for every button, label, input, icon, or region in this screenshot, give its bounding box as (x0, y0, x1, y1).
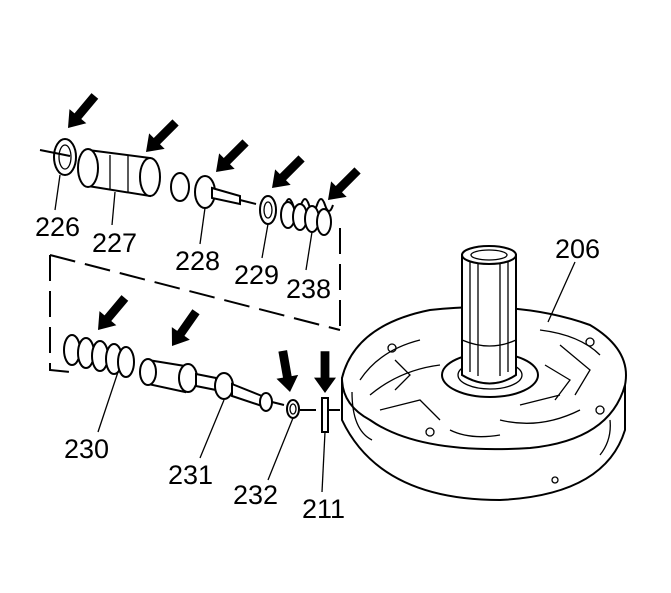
part-230-spring (63, 334, 135, 378)
arrow-211 (314, 351, 336, 393)
arrow-227 (138, 114, 184, 160)
part-231-valve (139, 358, 285, 412)
part-229-washer (259, 195, 277, 225)
pump-body (340, 245, 627, 502)
callout-227: 227 (92, 228, 137, 258)
callout-labels: 226 227 228 229 238 206 230 231 232 211 (35, 212, 600, 524)
part-232-ring (286, 399, 300, 419)
callout-231: 231 (168, 460, 213, 490)
arrow-238 (320, 162, 366, 208)
arrow-230 (89, 290, 134, 338)
callout-211: 211 (302, 494, 345, 524)
callout-206: 206 (555, 234, 600, 264)
callout-228: 228 (175, 246, 220, 276)
part-226-snap-ring (39, 138, 77, 176)
arrow-228 (208, 134, 254, 180)
part-211-pin (321, 397, 329, 433)
callout-232: 232 (233, 480, 278, 510)
part-228-valve (170, 172, 257, 209)
arrow-232 (271, 348, 301, 394)
arrow-226 (59, 88, 104, 136)
arrow-231 (162, 305, 205, 353)
callout-229: 229 (234, 260, 279, 290)
leader-lines (54, 174, 576, 493)
callout-226: 226 (35, 212, 80, 242)
part-238-spring (280, 198, 334, 236)
part-227-valve-sleeve (77, 148, 161, 198)
callout-230: 230 (64, 434, 109, 464)
callout-238: 238 (286, 274, 331, 304)
arrow-229 (264, 150, 310, 196)
alignment-lines (49, 228, 342, 411)
